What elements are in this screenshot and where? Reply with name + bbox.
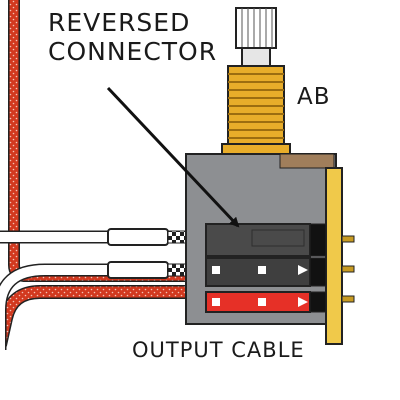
- pot-shaft: [235, 7, 277, 67]
- pot-type-label: AB: [297, 84, 331, 110]
- crimp-sleeve: [107, 261, 169, 279]
- crimp-sleeve: [107, 228, 169, 246]
- pin: [341, 265, 355, 273]
- reversed-connector: [205, 223, 327, 257]
- output-cable-label: OUTPUT CABLE: [132, 338, 305, 362]
- callout-label: REVERSED CONNECTOR: [48, 8, 218, 66]
- white-wires: [0, 228, 211, 350]
- pot-nut: [221, 143, 291, 155]
- red-connector: [205, 291, 327, 313]
- pot-threads: [221, 65, 291, 155]
- pin: [341, 235, 355, 243]
- callout-arrow: [106, 86, 240, 228]
- pcb-board: [325, 167, 355, 345]
- black-connector: [205, 257, 327, 287]
- pin: [341, 295, 355, 303]
- pot-tab: [279, 153, 335, 169]
